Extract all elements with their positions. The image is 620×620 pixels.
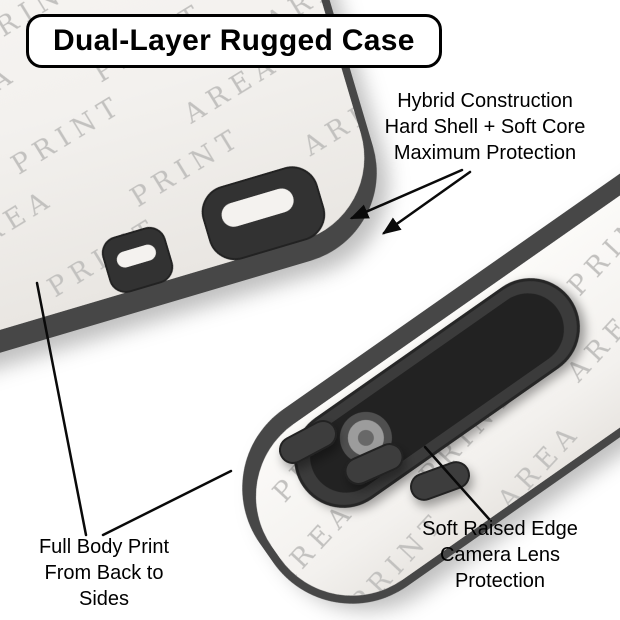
callout-hybrid-line-2: Hard Shell + Soft Core — [384, 116, 586, 138]
callout-hybrid-line-1: Hybrid Construction — [397, 90, 573, 112]
title-badge-label: Dual-Layer Rugged Case — [53, 24, 415, 57]
callout-hybrid-line-3: Maximum Protection — [393, 142, 577, 164]
bottom-case-back-shell — [256, 50, 620, 596]
camera-cutout-small-window — [116, 244, 156, 268]
title-badge: Dual-Layer Rugged Case — [26, 14, 442, 68]
callout-full-body: Full Body Print From Back to Sides — [18, 534, 190, 612]
side-button — [278, 420, 338, 464]
camera-lens-glass — [357, 429, 374, 446]
callout-full-body-line-1: Full Body Print — [38, 536, 170, 558]
callout-hybrid: Hybrid Construction Hard Shell + Soft Co… — [360, 88, 610, 166]
camera-opening — [294, 278, 580, 508]
callout-line-hybrid-1 — [349, 168, 464, 220]
callout-line-camera — [423, 445, 491, 521]
side-buttons — [278, 420, 470, 501]
top-case-back-shell — [0, 0, 365, 394]
callout-line-hybrid-2 — [381, 170, 472, 235]
callout-line-full-body-2 — [101, 469, 233, 537]
camera-cutout-large-window — [221, 188, 294, 227]
side-button — [344, 443, 404, 485]
callout-line-full-body-1 — [35, 281, 88, 537]
callout-full-body-line-3: Sides — [78, 588, 130, 610]
callout-full-body-line-2: From Back to — [44, 562, 164, 584]
callout-camera-line-3: Protection — [454, 570, 546, 592]
callout-camera: Soft Raised Edge Camera Lens Protection — [405, 516, 595, 594]
callout-camera-line-2: Camera Lens — [439, 544, 561, 566]
side-button — [410, 461, 470, 501]
callout-camera-line-1: Soft Raised Edge — [422, 518, 578, 540]
